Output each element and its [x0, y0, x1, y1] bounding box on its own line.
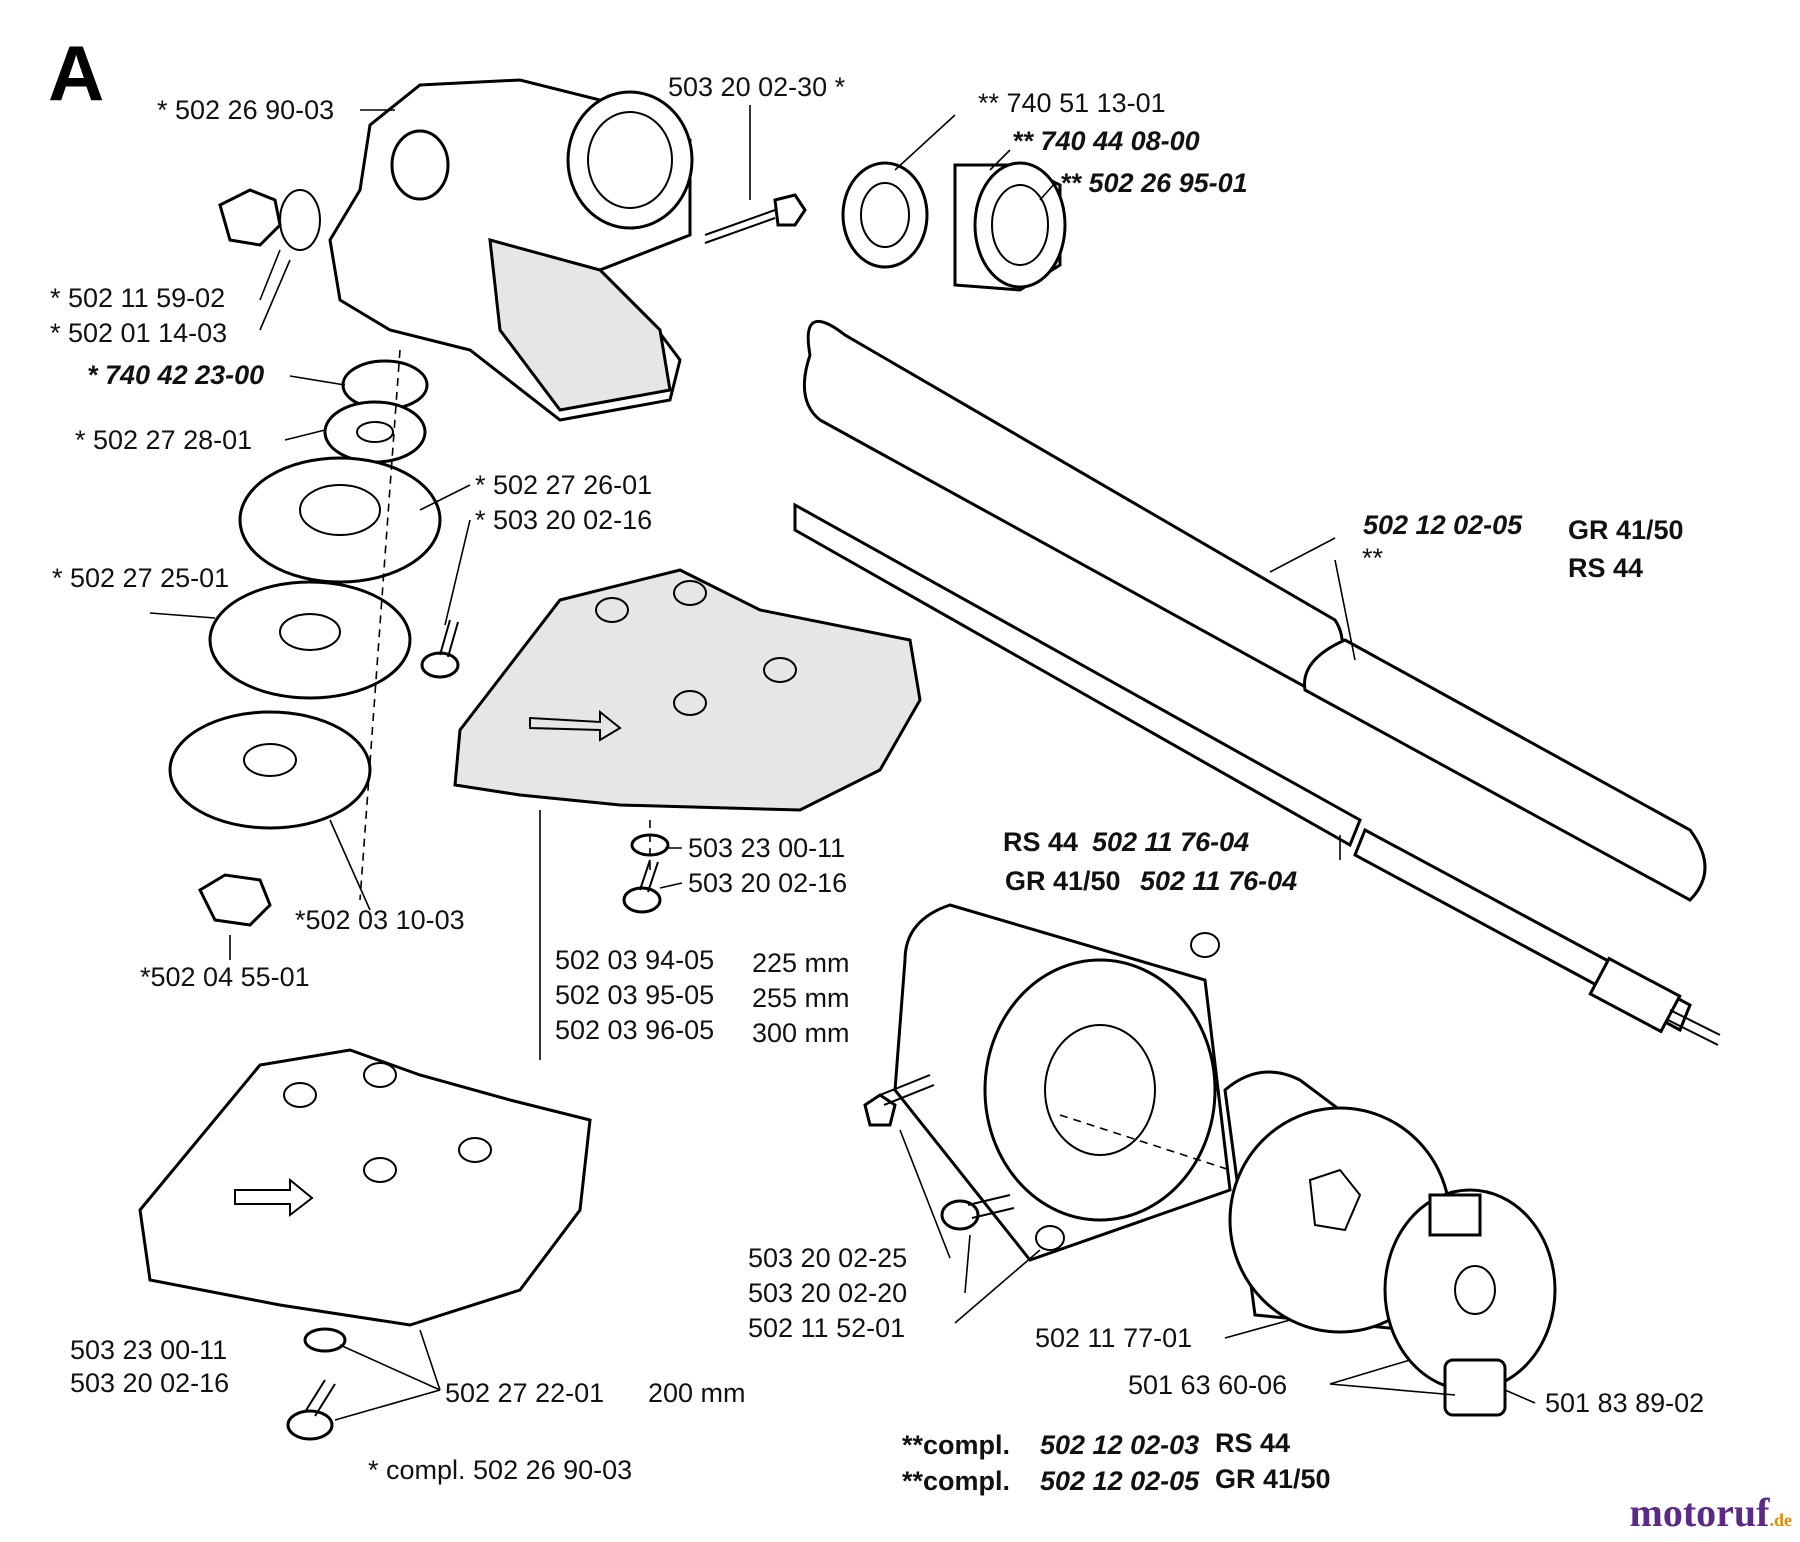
- flange-screw: [420, 619, 460, 679]
- label-compl-part-2: 502 12 02-05: [1040, 1466, 1200, 1496]
- clutch-drum: [1223, 1070, 1452, 1334]
- clutch-screw-2: [940, 1194, 1015, 1231]
- label-bearing-740-44: ** 740 44 08-00: [1012, 126, 1200, 156]
- label-gear-head: * 502 26 90-03: [157, 95, 335, 125]
- label-clutch-drum: 502 11 77-01: [1035, 1323, 1193, 1353]
- label-washer: * 502 27 28-01: [75, 425, 253, 455]
- label-lower-cup: *502 03 10-03: [295, 905, 465, 935]
- label-guard-3-size: 300 mm: [752, 1018, 850, 1048]
- label-small-guard-part: 502 27 22-01: [445, 1378, 605, 1408]
- label-nut: *502 04 55-01: [140, 962, 310, 992]
- washer: [323, 400, 427, 464]
- label-clutch-shoe: 501 83 89-02: [1545, 1388, 1705, 1418]
- upper-flange: [238, 456, 442, 584]
- label-tube-part: 502 12 02-05: [1363, 510, 1523, 540]
- shaft-tube: [802, 319, 1707, 902]
- label-tube-model-2: RS 44: [1568, 553, 1644, 583]
- assembly-axes: [359, 349, 1231, 1171]
- label-guard-2-size: 255 mm: [752, 983, 850, 1013]
- label-clutch-assembly: 501 63 60-06: [1128, 1370, 1288, 1400]
- label-compl-model-1: RS 44: [1215, 1428, 1291, 1458]
- label-small-guard-washer: 503 23 00-11: [70, 1335, 228, 1365]
- label-clutch-screw-2: 503 20 02-20: [748, 1278, 908, 1308]
- label-bushing: ** 502 26 95-01: [1060, 168, 1248, 198]
- label-shaft-gr-model: GR 41/50: [1005, 866, 1121, 896]
- label-shaft-rs-part: 502 11 76-04: [1092, 827, 1250, 857]
- nut: [198, 873, 272, 927]
- watermark-domain: .de: [1769, 1510, 1793, 1530]
- housing-screw: [704, 193, 807, 244]
- label-guard-screw: 503 20 02-16: [688, 868, 848, 898]
- lower-cup: [168, 710, 372, 830]
- label-housing-screw: 503 20 02-30 *: [668, 72, 846, 102]
- label-upper-flange: * 502 27 26-01: [475, 470, 653, 500]
- label-compl-prefix-2: **compl.: [902, 1466, 1011, 1496]
- label-clutch-housing: 502 11 52-01: [748, 1313, 906, 1343]
- label-clutch-screw-1: 503 20 02-25: [748, 1243, 908, 1273]
- label-plug: * 502 11 59-02: [50, 283, 226, 313]
- small-guard-screw: [286, 1379, 336, 1441]
- label-guard-1-part: 502 03 94-05: [555, 945, 715, 975]
- plug: [218, 188, 321, 251]
- small-guard-washer: [303, 1327, 347, 1353]
- gear-head-housing: [328, 78, 694, 422]
- label-shaft-gr-part: 502 11 76-04: [1140, 866, 1298, 896]
- watermark-main: motoruf: [1629, 1490, 1770, 1535]
- label-tube-stars: **: [1362, 543, 1384, 573]
- label-compl-prefix-1: **compl.: [902, 1430, 1011, 1460]
- label-guard-3-part: 502 03 96-05: [555, 1015, 715, 1045]
- label-shaft-rs-model: RS 44: [1003, 827, 1079, 857]
- label-compl-model-2: GR 41/50: [1215, 1464, 1331, 1494]
- drive-shaft: [793, 502, 1721, 1046]
- label-compl-part-1: 502 12 02-03: [1040, 1430, 1200, 1460]
- label-tube-model-1: GR 41/50: [1568, 515, 1684, 545]
- label-compl-gear-head: * compl. 502 26 90-03: [368, 1455, 633, 1485]
- label-ring: * 740 42 23-00: [87, 360, 265, 390]
- clutch-housing: [893, 903, 1232, 1262]
- large-guard: [453, 568, 922, 812]
- guard-screw: [622, 859, 662, 914]
- label-small-guard-size: 200 mm: [648, 1378, 746, 1408]
- label-guard-2-part: 502 03 95-05: [555, 980, 715, 1010]
- clutch-assembly: [1383, 1188, 1557, 1392]
- label-small-guard-screw: 503 20 02-16: [70, 1368, 230, 1398]
- label-upper-screw: * 503 20 02-16: [475, 505, 653, 535]
- section-letter: A: [48, 29, 105, 117]
- label-bearing-740-51: ** 740 51 13-01: [978, 88, 1166, 118]
- leader-lines: [149, 105, 1536, 1421]
- label-support-cup: * 502 27 25-01: [52, 563, 230, 593]
- clutch-screw-1: [863, 1074, 935, 1127]
- support-cup: [208, 580, 412, 700]
- watermark: motoruf.de: [1630, 1489, 1792, 1536]
- label-plug-seal: * 502 01 14-03: [50, 318, 228, 348]
- label-guard-washer: 503 23 00-11: [688, 833, 846, 863]
- bearings: [841, 161, 1067, 292]
- small-guard: [138, 1048, 592, 1327]
- label-guard-1-size: 225 mm: [752, 948, 850, 978]
- clutch-shoe: [1443, 1358, 1507, 1417]
